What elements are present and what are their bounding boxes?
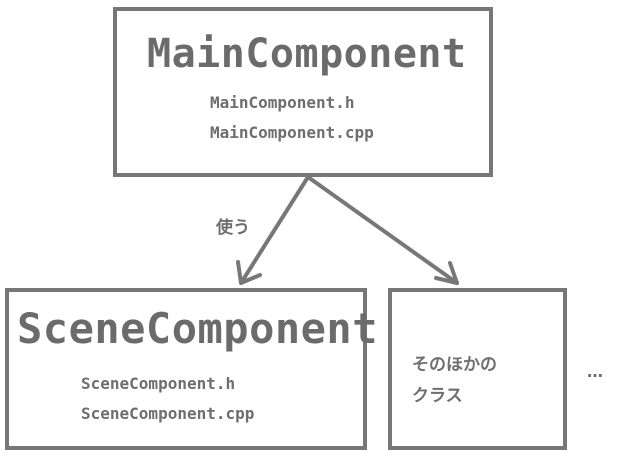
arrow-to-other-classes [306,175,459,285]
scene-component-box: SceneComponent SceneComponent.h SceneCom… [5,288,378,450]
scene-component-title: SceneComponent [17,304,379,353]
arrow-to-scene-component [236,175,310,285]
main-component-title: MainComponent [147,31,467,77]
scene-component-source-file: SceneComponent.cpp [81,404,255,423]
main-component-box: MainComponent MainComponent.h MainCompon… [113,7,493,177]
arrow-line-other [306,175,459,285]
other-classes-box: そのほかの クラス [388,288,567,450]
arrow-head-other [434,261,459,285]
arrow-head-scene [236,260,262,285]
other-classes-label-line1: そのほかの [412,355,497,375]
arrow-line-scene [239,175,310,285]
more-classes-ellipsis: … [587,362,603,381]
main-component-source-file: MainComponent.cpp [210,123,374,142]
main-component-header-file: MainComponent.h [210,93,355,112]
other-classes-label-line2: クラス [412,386,463,406]
scene-component-header-file: SceneComponent.h [81,374,236,393]
uses-relation-label: 使う [216,218,250,238]
